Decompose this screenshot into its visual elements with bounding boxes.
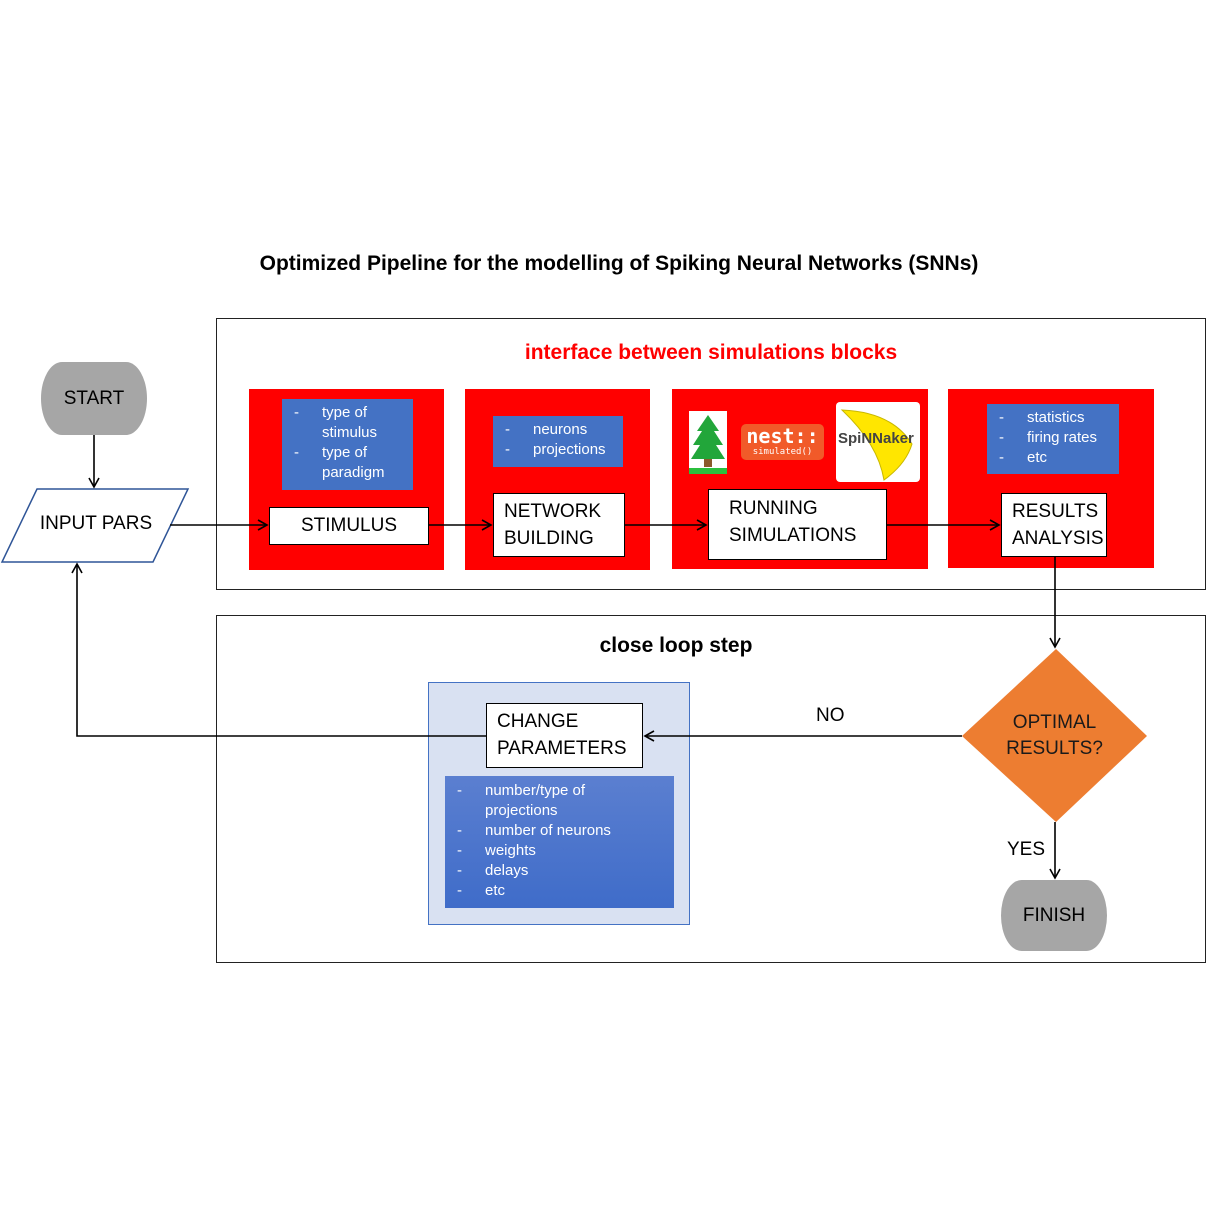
results-label-line: RESULTS — [1012, 501, 1099, 522]
nest-logo-main: nest:: — [746, 424, 819, 448]
network-label-line: BUILDING — [504, 528, 594, 549]
loop-frame-title: close loop step — [599, 634, 753, 657]
stimulus-note-item: type of paradigm — [288, 443, 407, 483]
finish-label: FINISH — [1022, 904, 1086, 926]
decision-label-line: OPTIMAL — [1012, 712, 1097, 733]
running-label-line: SIMULATIONS — [729, 525, 857, 546]
spinnaker-logo: SpiNNaker — [836, 402, 920, 482]
change-note-item: weights — [451, 841, 628, 861]
tree-icon — [689, 415, 727, 474]
change-label-line: CHANGE — [497, 711, 579, 732]
results-note-item: firing rates — [993, 428, 1113, 448]
change-note-item: number of neurons — [451, 821, 628, 841]
results-node: RESULTS ANALYSIS — [1001, 493, 1107, 557]
decision-label: OPTIMAL RESULTS? — [962, 710, 1147, 762]
spinnaker-logo-text: SpiNNaker — [838, 430, 914, 447]
network-notes: neurons projections — [493, 416, 623, 467]
results-note-item: statistics — [993, 408, 1113, 428]
change-notes: number/type of projections number of neu… — [445, 776, 674, 908]
network-note-item: projections — [499, 440, 617, 460]
no-label: NO — [816, 705, 845, 726]
decision-node — [962, 649, 1147, 822]
network-node: NETWORK BUILDING — [493, 493, 625, 557]
results-notes: statistics firing rates etc — [987, 404, 1119, 474]
yes-label: YES — [1007, 839, 1046, 860]
start-node: START — [41, 362, 147, 435]
stimulus-label: STIMULUS — [300, 515, 398, 536]
input-label: INPUT PARS — [39, 513, 153, 534]
stimulus-note-item: type of stimulus — [288, 403, 407, 443]
network-label-line: NETWORK — [504, 501, 602, 522]
diagram-title: Optimized Pipeline for the modelling of … — [259, 252, 979, 275]
sail-icon — [840, 409, 913, 481]
input-node — [0, 488, 190, 563]
change-note-item: etc — [451, 881, 628, 901]
change-note-item: number/type of projections — [451, 781, 628, 821]
change-note-item: delays — [451, 861, 628, 881]
stimulus-notes: type of stimulus type of paradigm — [282, 399, 413, 490]
change-node: CHANGE PARAMETERS — [486, 703, 643, 768]
running-label-line: RUNNING — [729, 498, 818, 519]
nest-logo: nest:: simulated() — [741, 424, 824, 460]
stimulus-node: STIMULUS — [269, 507, 429, 545]
running-node: RUNNING SIMULATIONS — [708, 489, 887, 560]
tree-logo — [689, 411, 727, 474]
results-label-line: ANALYSIS — [1012, 528, 1104, 549]
start-label: START — [63, 387, 125, 409]
edge-change-input — [71, 562, 486, 737]
decision-label-line: RESULTS? — [1006, 738, 1103, 759]
finish-node: FINISH — [1001, 880, 1107, 951]
change-label-line: PARAMETERS — [497, 738, 627, 759]
interface-frame-title: interface between simulations blocks — [524, 341, 898, 364]
results-note-item: etc — [993, 448, 1113, 468]
nest-logo-sub: simulated() — [752, 447, 813, 457]
network-note-item: neurons — [499, 420, 617, 440]
